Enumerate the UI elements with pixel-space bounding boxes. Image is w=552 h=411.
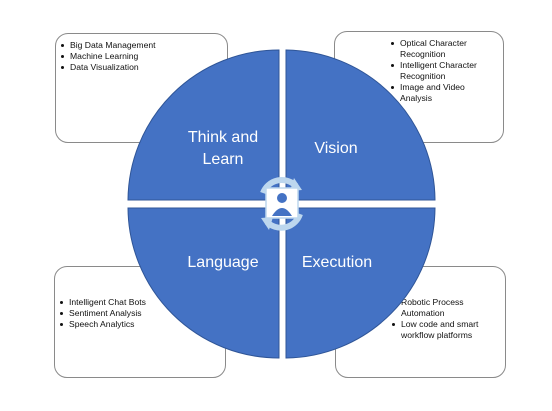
list-item: Big Data Management [60,40,227,51]
quadrant-execution [285,207,436,359]
quadrant-think-and-learn [127,49,280,201]
list-item: Low code and smart workflow platforms [391,319,499,341]
list-item: Data Visualization [60,62,227,73]
list-item: Speech Analytics [59,319,225,330]
list-item: Sentiment Analysis [59,308,225,319]
list-item: Intelligent Chat Bots [59,297,225,308]
quadrant-label-learn: Learn [203,151,244,168]
quadrant-vision [285,49,436,201]
quadrant-label-vision: Vision [314,140,357,157]
quadrant-language [127,207,280,359]
list-item: Image and Video Analysis [390,82,498,104]
quadrant-label-execution: Execution [302,254,372,271]
list-item: Machine Learning [60,51,227,62]
list-item: Optical Character Recognition [390,38,498,60]
quadrant-label-language: Language [187,254,258,271]
list-item: Intelligent Character Recognition [390,60,498,82]
quadrant-label-think: Think and [188,129,258,146]
person-cycle-icon [260,177,303,231]
